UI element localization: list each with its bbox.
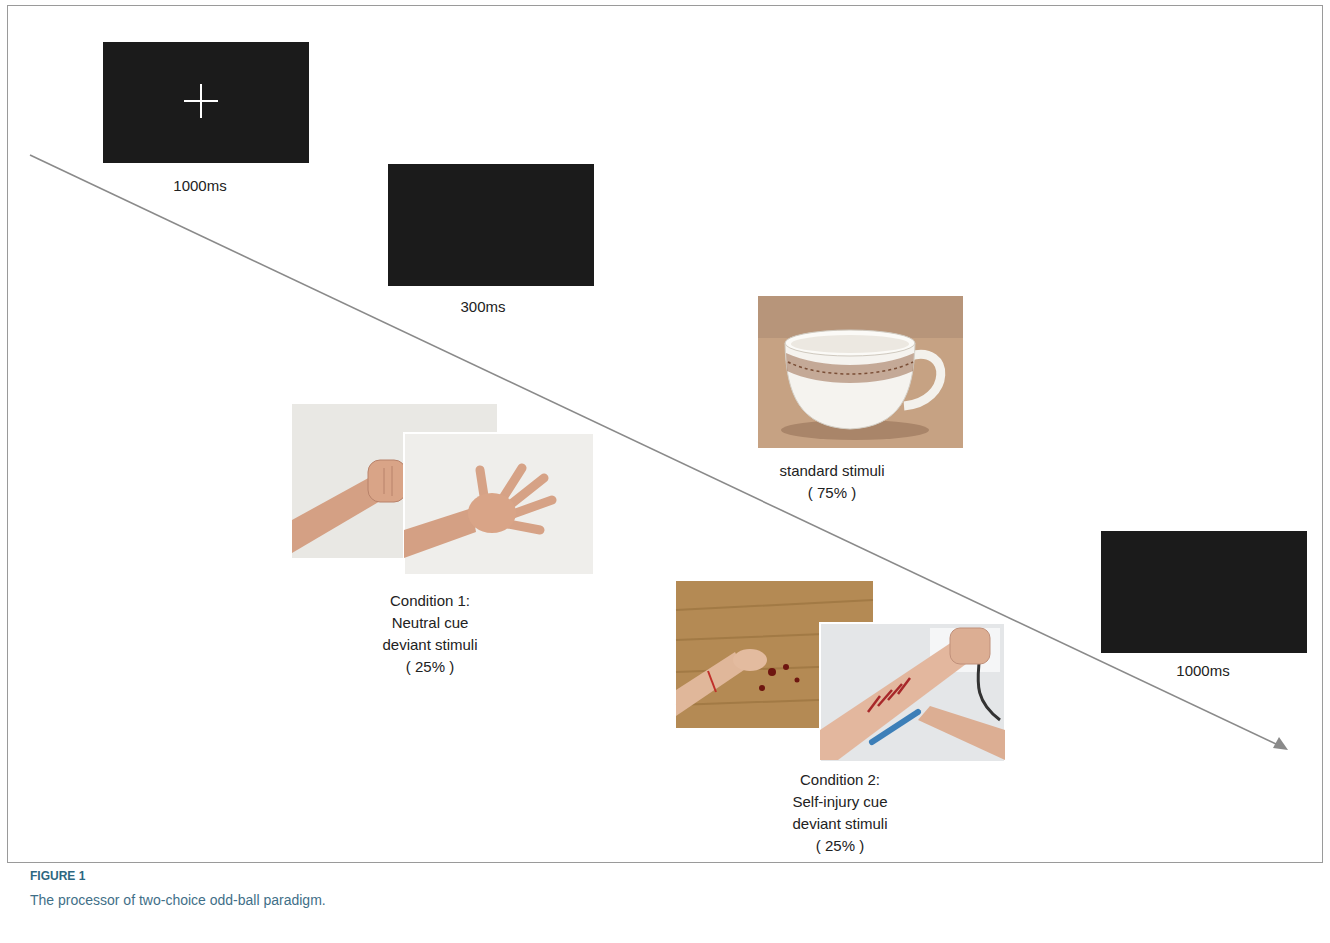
finger (513, 500, 552, 514)
finger (480, 470, 484, 496)
figure-frame (8, 6, 1323, 863)
fist (950, 628, 990, 664)
fixation-cross (200, 84, 202, 118)
fist (368, 460, 406, 502)
figure-number: FIGURE 1 (30, 869, 85, 883)
fixation-screen: 1000ms (103, 42, 309, 163)
stimulus-label: Condition 1: Neutral cue deviant stimuli… (380, 590, 480, 678)
red-string (708, 671, 716, 692)
cup-rim (785, 330, 915, 356)
cup-band (786, 353, 914, 383)
cup-pattern (788, 362, 913, 374)
arm (404, 508, 476, 558)
stimulus-label: standard stimuli ( 75% ) (777, 460, 887, 504)
screen (1101, 531, 1307, 653)
hand (918, 706, 1005, 760)
blood-drop (795, 678, 800, 683)
wounds (868, 678, 910, 712)
stimulus-label: 1000ms (130, 175, 270, 197)
blank-screen: 1000ms (1101, 531, 1307, 653)
cup-inside (791, 335, 909, 353)
hand (733, 649, 767, 671)
photo-ground (404, 433, 594, 575)
blood-drop (759, 685, 765, 691)
timeline-line (30, 155, 1276, 744)
stimulus-label: 1000ms (1133, 660, 1273, 682)
photo-ground (758, 296, 963, 448)
blade-handle (872, 712, 918, 742)
standard-stimulus: standard stimuli ( 75% ) (758, 296, 963, 448)
figure-caption: The processor of two-choice odd-ball par… (30, 892, 326, 908)
neutral-deviant-stimulus: Condition 1: Neutral cue deviant stimuli… (292, 404, 594, 575)
stimulus-label: 300ms (413, 296, 553, 318)
photo-ground (820, 623, 1005, 762)
blood-drop (783, 664, 789, 670)
timeline-arrowhead (1273, 737, 1288, 750)
palm (468, 493, 516, 533)
screen (103, 42, 309, 163)
self-injury-deviant-stimulus: Condition 2: Self-injury cue deviant sti… (676, 581, 1005, 762)
blood-drop (768, 668, 776, 676)
stimulus-label: Condition 2: Self-injury cue deviant sti… (790, 769, 890, 857)
arm (820, 642, 966, 760)
blank-screen: 300ms (388, 164, 594, 286)
screen (388, 164, 594, 286)
knuckles (384, 466, 392, 496)
finger (508, 524, 540, 530)
